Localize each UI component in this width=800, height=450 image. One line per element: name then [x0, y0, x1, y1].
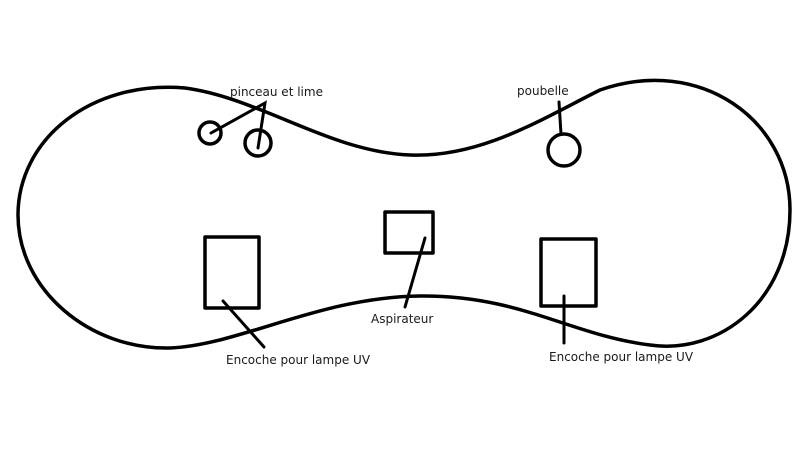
uv-notch-left-pointer — [221, 299, 266, 349]
file-circle — [243, 128, 273, 158]
vacuum-box — [383, 210, 435, 255]
label-trash: poubelle — [517, 84, 569, 98]
uv-notch-right-box — [539, 237, 598, 308]
brush-circle — [197, 120, 223, 146]
label-vacuum: Aspirateur — [371, 312, 433, 326]
uv-notch-left-box — [203, 235, 261, 310]
label-brush-file: pinceau et lime — [230, 85, 323, 99]
brush-file-pointer — [209, 100, 267, 150]
trash-pointer — [557, 100, 563, 136]
vacuum-pointer — [403, 236, 427, 309]
label-uv-notch-right: Encoche pour lampe UV — [549, 350, 694, 364]
trash-circle — [546, 132, 582, 168]
label-uv-notch-left: Encoche pour lampe UV — [226, 353, 371, 367]
workspace-outline — [16, 78, 792, 350]
